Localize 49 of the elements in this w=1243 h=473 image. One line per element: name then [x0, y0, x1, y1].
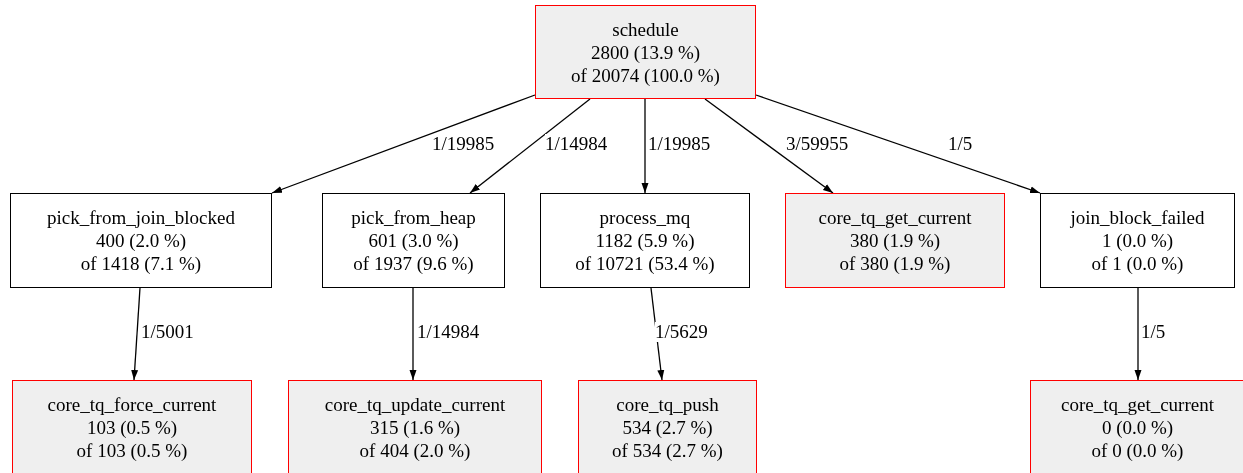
- function-name: join_block_failed: [1070, 206, 1205, 229]
- sample-count: 601 (3.0 %): [368, 229, 459, 252]
- sample-count: of 404 (2.0 %): [359, 439, 471, 462]
- arrow: [641, 98, 649, 194]
- sample-count: 103 (0.5 %): [86, 416, 178, 439]
- sample-count: 380 (1.9 %): [849, 229, 941, 252]
- sample-count: 0 (0.0 %): [1101, 416, 1174, 439]
- function-box: [322, 193, 505, 288]
- sample-count: of 1 (0.0 %): [1091, 252, 1184, 275]
- sample-count: of 0 (0.0 %): [1091, 439, 1184, 462]
- edge-label: 1/5629: [655, 322, 708, 342]
- function-name: process_mq: [599, 206, 691, 229]
- function-box: [535, 5, 756, 99]
- function-box: [540, 193, 750, 288]
- arrow: [271, 94, 536, 194]
- arrow: [755, 94, 1041, 194]
- function-name: core_tq_get_current: [818, 206, 972, 229]
- sample-count: of 380 (1.9 %): [839, 252, 951, 275]
- function-box: [288, 380, 542, 473]
- function-box: [578, 380, 757, 473]
- sample-count: of 534 (2.7 %): [612, 439, 723, 462]
- sample-count: 1 (0.0 %): [1101, 229, 1174, 252]
- function-name: schedule: [612, 17, 679, 41]
- arrow: [704, 98, 834, 194]
- arrow: [131, 287, 141, 381]
- arrow: [409, 287, 417, 381]
- function-name: core_tq_get_current: [1061, 393, 1214, 416]
- sample-count: 315 (1.6 %): [369, 416, 461, 439]
- function-name: pick_from_join_blocked: [47, 206, 235, 229]
- function-box: [12, 380, 252, 473]
- sample-count: of 1937 (9.6 %): [353, 252, 474, 275]
- function-name: core_tq_push: [616, 393, 719, 416]
- sample-count: of 103 (0.5 %): [76, 439, 188, 462]
- function-name: core_tq_update_current: [324, 393, 506, 416]
- function-box: [1030, 380, 1243, 473]
- sample-count: of 1418 (7.1 %): [80, 252, 202, 275]
- sample-count: 1182 (5.9 %): [595, 229, 695, 252]
- sample-count: 2800 (13.9 %): [590, 40, 701, 64]
- sample-count: of 20074 (100.0 %): [571, 63, 720, 87]
- sample-count: 534 (2.7 %): [622, 416, 713, 439]
- function-box: [10, 193, 272, 288]
- sample-count: of 10721 (53.4 %): [575, 252, 715, 275]
- arrow: [469, 98, 591, 194]
- function-box: [785, 193, 1005, 288]
- sample-count: 400 (2.0 %): [95, 229, 187, 252]
- arrow: [1134, 287, 1142, 381]
- function-name: core_tq_force_current: [47, 393, 217, 416]
- function-box: [1040, 193, 1235, 288]
- function-name: pick_from_heap: [351, 206, 476, 229]
